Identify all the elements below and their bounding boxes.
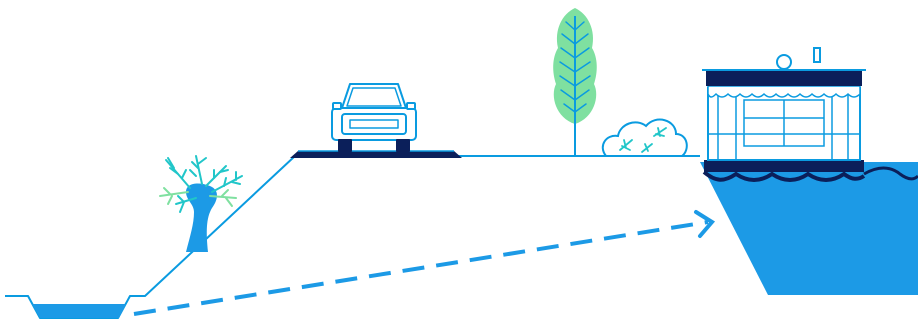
river-water xyxy=(700,162,918,295)
olive-tree-icon xyxy=(160,156,242,252)
car-icon xyxy=(332,84,416,151)
ground-line xyxy=(5,156,700,318)
bush-icon xyxy=(603,120,687,156)
tall-tree-icon xyxy=(553,8,597,156)
houseboat-icon xyxy=(702,48,866,180)
flow-arrow-icon xyxy=(134,212,712,314)
ditch-water xyxy=(32,304,126,318)
road xyxy=(290,151,462,158)
ground-profile xyxy=(5,156,700,318)
